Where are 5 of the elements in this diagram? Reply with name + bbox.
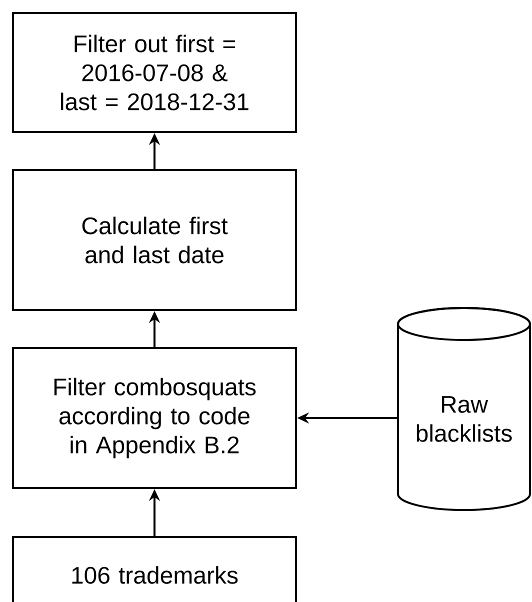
cylinder: Raw blacklists xyxy=(397,307,531,511)
process-box: Filter out first = 2016-07-08 & last = 2018-12-31 xyxy=(12,12,297,133)
process-box: 106 trademarks xyxy=(12,536,297,602)
process-box: Filter combosquats according to code in Appendix B.2 xyxy=(12,347,297,489)
process-box: Calculate first and last date xyxy=(12,169,297,311)
